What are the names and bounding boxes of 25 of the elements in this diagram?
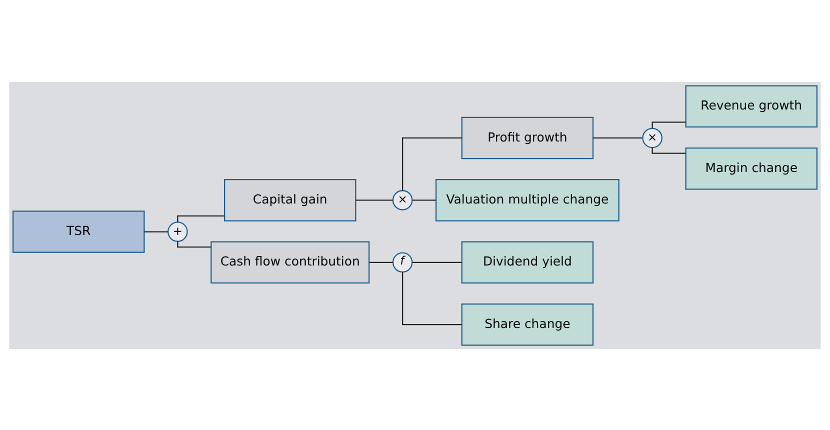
connector <box>402 272 462 325</box>
connector <box>652 147 686 154</box>
connector <box>652 121 686 128</box>
connector <box>412 261 462 262</box>
node-box: Capital gain <box>224 178 356 221</box>
connector <box>412 199 436 200</box>
node-box: Share change <box>461 302 594 346</box>
node-box: Revenue growth <box>685 84 818 128</box>
connector <box>593 136 642 138</box>
node-box: Dividend yield <box>461 240 594 284</box>
connector <box>177 214 224 222</box>
node-box: Profit growth <box>461 116 594 159</box>
connector <box>356 199 393 200</box>
node-box: TSR <box>12 210 145 252</box>
connector <box>177 241 212 248</box>
node-circle: + <box>168 221 188 242</box>
node-circle: × <box>392 190 413 210</box>
node-circle: × <box>642 127 662 148</box>
node-box: Valuation multiple change <box>435 178 620 221</box>
node-circle: f <box>392 252 413 272</box>
node-box: Cash flow contribution <box>210 240 370 284</box>
node-box: Margin change <box>685 146 818 190</box>
connector <box>369 261 393 262</box>
connector <box>144 230 168 232</box>
connector <box>402 136 462 190</box>
